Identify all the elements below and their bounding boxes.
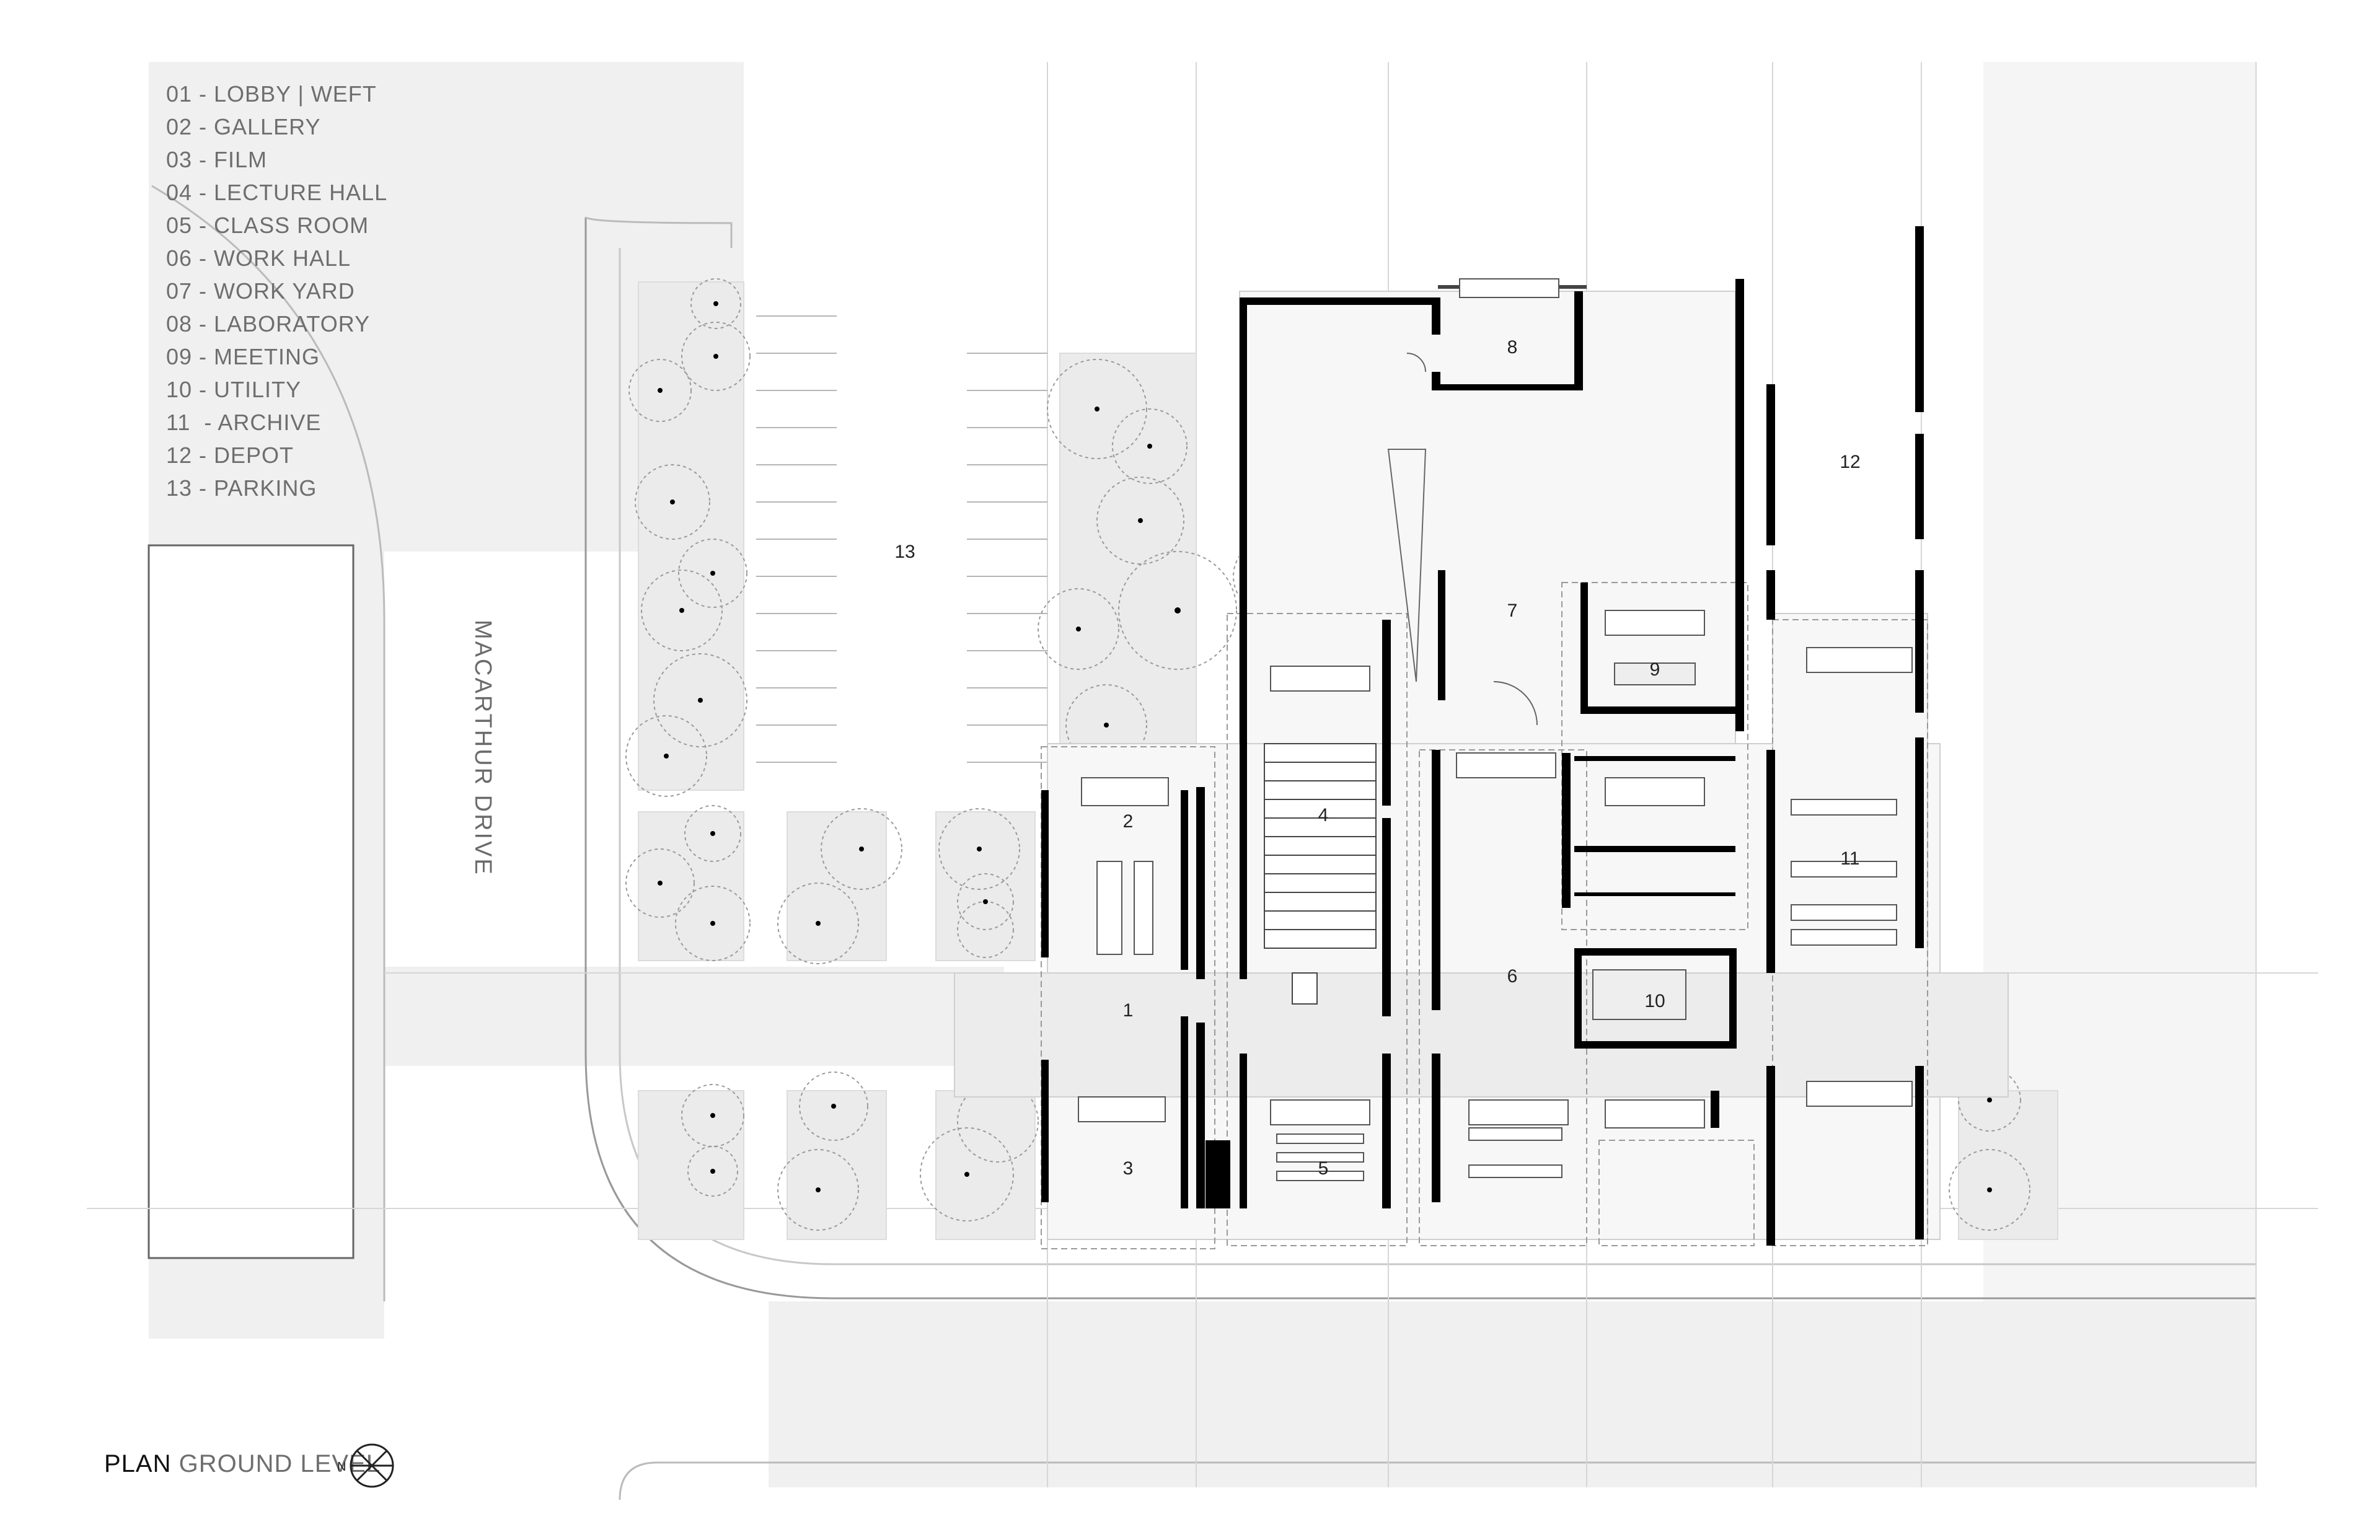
legend-item: 01 - LOBBY | WEFT <box>166 81 377 107</box>
room-12-label: 12 <box>1840 452 1860 472</box>
room-10-label: 10 <box>1644 991 1665 1011</box>
dashed-outlines <box>1041 582 1928 1249</box>
legend-item: 09 - MEETING <box>166 344 320 369</box>
room-furniture <box>1078 278 1913 1181</box>
lecture-seating <box>1264 743 1377 1005</box>
legend-item: 12 - DEPOT <box>166 442 294 468</box>
parking-stalls <box>756 315 1047 763</box>
room-4-label: 4 <box>1318 805 1329 825</box>
room-labels: 1 2 3 4 5 6 7 8 9 10 11 12 13 <box>894 337 1860 1179</box>
plan-title-light: GROUND LEVEL <box>171 1450 381 1477</box>
plan-title-bold: PLAN <box>104 1450 172 1477</box>
room-7-label: 7 <box>1507 601 1518 621</box>
room-2-label: 2 <box>1123 811 1134 832</box>
room-legend: 01 - LOBBY | WEFT 02 - GALLERY 03 - FILM… <box>166 77 387 504</box>
room-11-label: 11 <box>1840 848 1859 869</box>
legend-item: 13 - PARKING <box>166 475 317 501</box>
legend-item: 02 - GALLERY <box>166 114 321 139</box>
room-1-label: 1 <box>1123 1000 1134 1021</box>
legend-item: 05 - CLASS ROOM <box>166 213 369 238</box>
legend-item: 10 - UTILITY <box>166 377 302 402</box>
street-label: MACARTHUR DRIVE <box>470 620 496 876</box>
legend-item: 03 - FILM <box>166 147 268 172</box>
building-floor <box>954 291 2009 1240</box>
north-arrow-icon: N <box>337 1443 394 1488</box>
room-13-label: 13 <box>894 542 915 562</box>
svg-text:N: N <box>337 1460 346 1474</box>
room-5-label: 5 <box>1318 1158 1329 1179</box>
room-9-label: 9 <box>1650 659 1660 680</box>
plan-title: PLAN GROUND LEVEL <box>104 1450 381 1478</box>
legend-item: 04 - LECTURE HALL <box>166 180 388 205</box>
legend-item: 11 - ARCHIVE <box>166 410 322 435</box>
walls <box>1041 226 1924 1246</box>
legend-item: 08 - LABORATORY <box>166 311 371 337</box>
legend-item: 06 - WORK HALL <box>166 245 351 271</box>
legend-item: 07 - WORK YARD <box>166 278 355 304</box>
room-8-label: 8 <box>1507 337 1518 358</box>
room-6-label: 6 <box>1507 966 1518 987</box>
stair-ramp <box>1387 353 1538 726</box>
room-3-label: 3 <box>1123 1158 1134 1179</box>
